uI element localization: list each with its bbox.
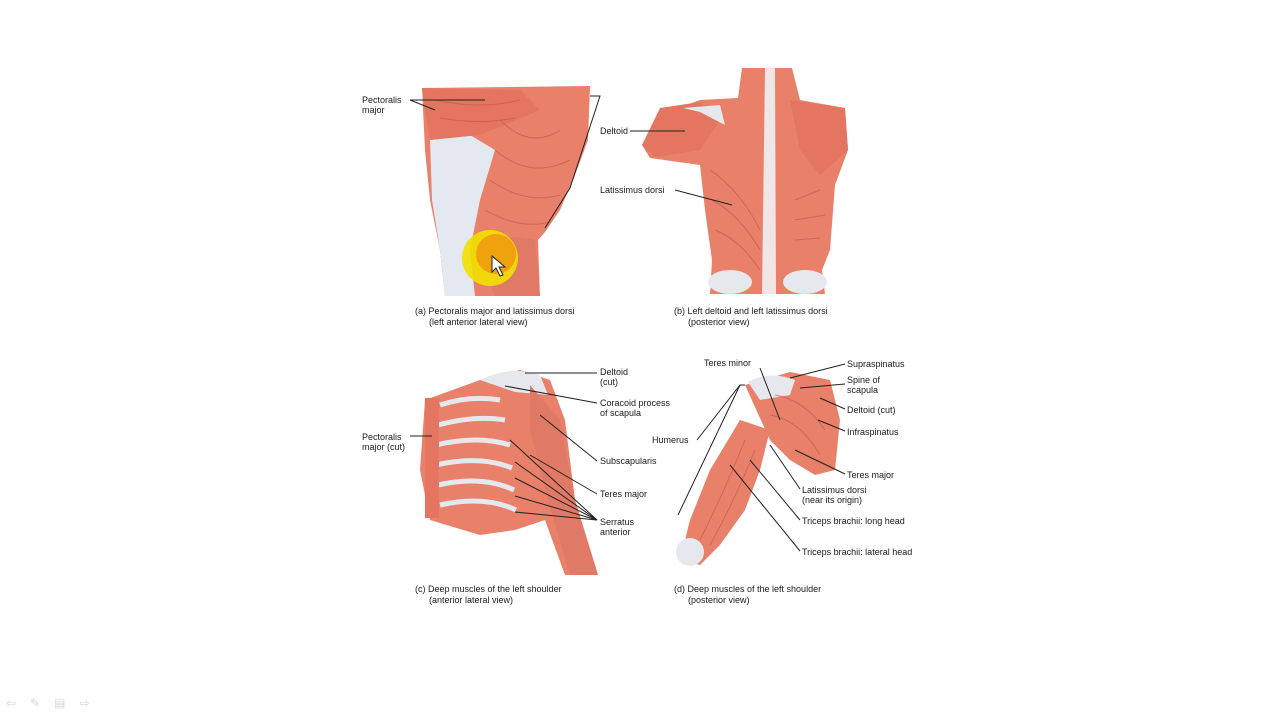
caption-line: (a) Pectoralis major and latissimus dors… [415,306,575,316]
slideshow-toolbar: ⇦ ✎ ▤ ⇨ [6,696,90,710]
label-subscapularis: Subscapularis [600,456,657,466]
caption-line: (b) Left deltoid and left latissimus dor… [674,306,828,316]
label-line: Coracoid process [600,398,671,408]
label-latissimus-near-origin: Latissimus dorsi (near its origin) [802,485,867,505]
panel-d-illustration [676,372,840,566]
label-line: major (cut) [362,442,406,452]
label-latissimus-dorsi: Latissimus dorsi [600,185,665,195]
label-line: of scapula [600,408,642,418]
leader-lines [409,95,846,552]
label-line: scapula [847,385,879,395]
arrow-left-icon[interactable]: ⇦ [6,696,17,710]
label-deltoid-cut-d: Deltoid (cut) [847,405,896,415]
label-coracoid-process: Coracoid process of scapula [600,398,670,418]
label-line: Pectoralis [362,95,402,105]
label-serratus-anterior: Serratus anterior [600,517,634,537]
panel-c-illustration [420,370,598,575]
label-spine-of-scapula: Spine of scapula [847,375,880,395]
label-line: anterior [600,527,631,537]
arrow-right-icon[interactable]: ⇨ [79,696,90,710]
caption-panel-b: (b) Left deltoid and left latissimus dor… [674,306,828,328]
caption-line: (posterior view) [688,317,750,327]
label-teres-major-d: Teres major [847,470,895,480]
caption-line: (d) Deep muscles of the left shoulder [674,584,822,594]
caption-line: (left anterior lateral view) [429,317,528,327]
label-triceps-lateral-head: Triceps brachii: lateral head [802,547,913,557]
label-line: Spine of [847,375,881,385]
caption-panel-a: (a) Pectoralis major and latissimus dors… [415,306,575,328]
menu-icon[interactable]: ▤ [54,696,66,710]
label-pectoralis-major-cut: Pectoralis major (cut) [362,432,405,452]
label-line: (cut) [600,377,618,387]
pen-icon[interactable]: ✎ [30,696,41,710]
label-supraspinatus: Supraspinatus [847,359,905,369]
cursor-highlight [462,230,518,286]
label-line: Pectoralis [362,432,402,442]
label-teres-minor: Teres minor [704,358,752,368]
label-line: (near its origin) [802,495,863,505]
label-line: Serratus [600,517,635,527]
label-line: Latissimus dorsi [802,485,867,495]
label-line: Deltoid [600,367,629,377]
caption-line: (anterior lateral view) [429,595,514,605]
caption-panel-c: (c) Deep muscles of the left shoulder (a… [415,584,562,606]
label-deltoid: Deltoid [600,126,629,136]
panel-b-illustration [642,68,848,294]
label-pectoralis-major: Pectoralis major [362,95,402,115]
label-humerus: Humerus [652,435,689,445]
label-line: major [362,105,385,115]
caption-panel-d: (d) Deep muscles of the left shoulder (p… [674,584,821,606]
caption-line: (posterior view) [688,595,750,605]
label-infraspinatus: Infraspinatus [847,427,899,437]
caption-line: (c) Deep muscles of the left shoulder [415,584,562,594]
label-deltoid-cut: Deltoid (cut) [600,367,628,387]
label-triceps-long-head: Triceps brachii: long head [802,516,905,526]
label-teres-major: Teres major [600,489,648,499]
